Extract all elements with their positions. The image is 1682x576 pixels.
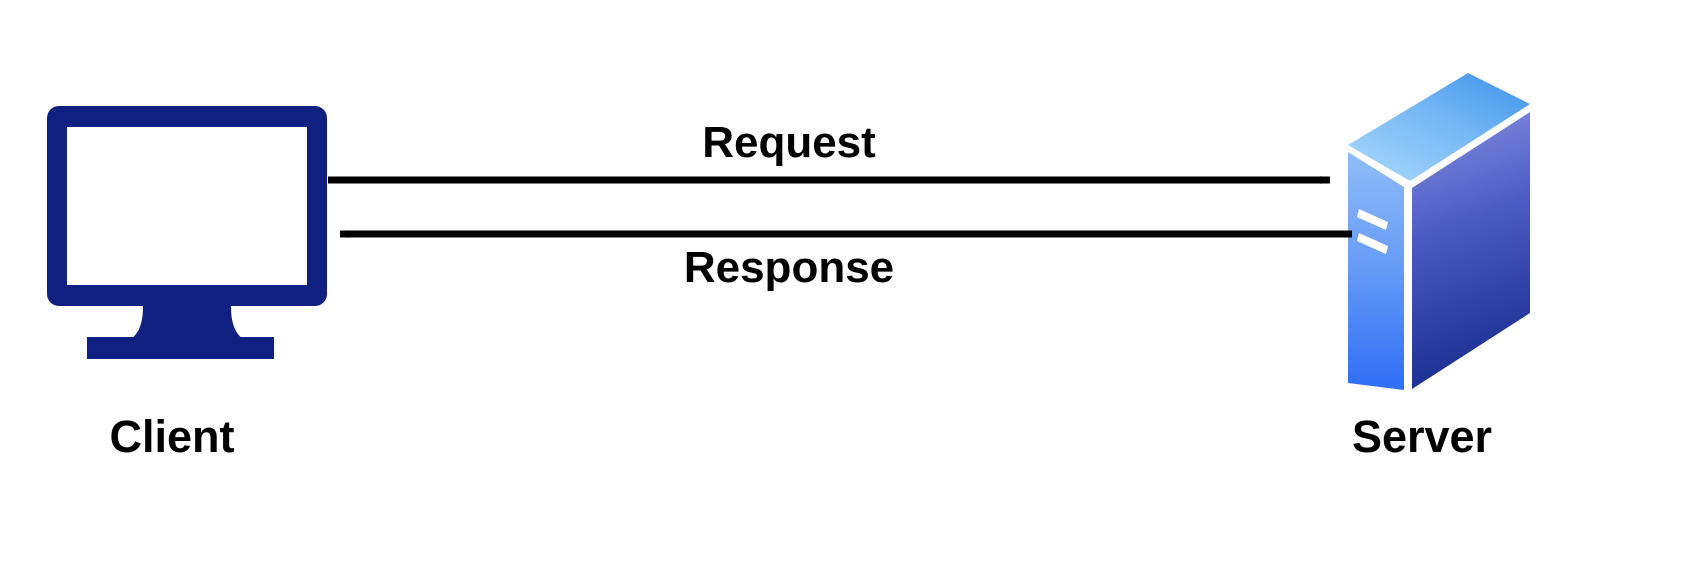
server-node: Server: [1348, 73, 1530, 462]
server-tower-icon: [1348, 73, 1530, 390]
server-vent-slash-bottom: [1357, 233, 1388, 254]
monitor-screen: [67, 127, 307, 285]
desktop-monitor-icon: [47, 106, 327, 359]
request-edge: Request: [328, 118, 1331, 184]
server-front-face: [1348, 152, 1404, 390]
response-edge: Response: [339, 230, 1352, 292]
response-label: Response: [684, 243, 894, 292]
server-vent-slash-top: [1357, 209, 1388, 230]
server-top-face: [1348, 73, 1530, 181]
client-node: Client: [47, 106, 327, 462]
client-label: Client: [109, 411, 234, 462]
request-label: Request: [702, 118, 876, 167]
server-side-face: [1412, 112, 1530, 389]
server-label: Server: [1352, 411, 1492, 462]
monitor-stand-base: [87, 337, 274, 359]
